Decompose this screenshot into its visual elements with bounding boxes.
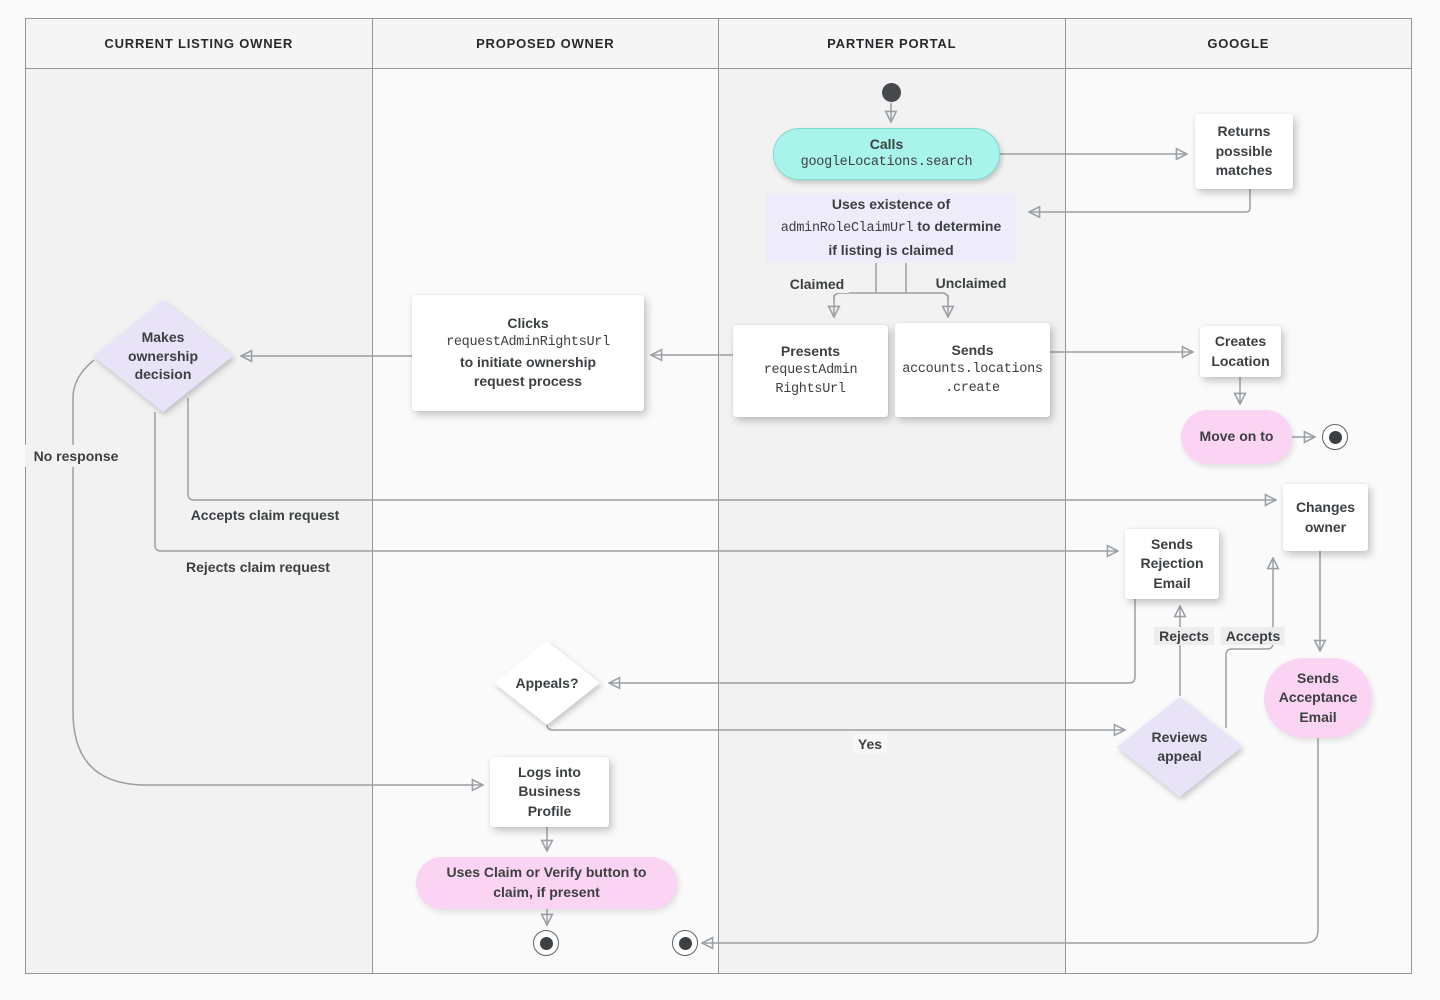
node-changes-owner: Changes owner — [1283, 484, 1368, 551]
node-sends-accounts-locations-create: Sends accounts.locations .create — [895, 323, 1050, 417]
edge-label-unclaimed: Unclaimed — [930, 274, 1012, 292]
node-label: Uses Claim or Verify button to claim, if… — [446, 864, 647, 900]
start-node — [882, 83, 901, 102]
edge-label-claimed: Claimed — [784, 275, 850, 293]
node-uses-existence-adminroleclaimurl: Uses existence of adminRoleClaimUrl to d… — [766, 193, 1016, 263]
end-node-claim — [533, 930, 559, 956]
end-node-dot — [678, 936, 692, 950]
node-code: adminRoleClaimUrl — [780, 221, 914, 237]
decision-diamond: Makes ownership decision — [93, 300, 233, 412]
end-node-dot — [1328, 430, 1342, 444]
edge-label-accepts-claim-request: Accepts claim request — [185, 506, 345, 524]
node-sends-rejection-email: Sends Rejection Email — [1125, 529, 1219, 599]
node-code: requestAdmin — [763, 362, 858, 378]
node-label: Reviews appeal — [1151, 729, 1208, 764]
decision-diamond: Reviews appeal — [1117, 697, 1242, 797]
node-label: Uses existence of — [831, 196, 951, 213]
node-label: Presents — [780, 343, 841, 360]
node-code: .create — [945, 380, 1000, 396]
node-clicks-requestadminrightsurl: Clicks requestAdminRightsUrl to initiate… — [412, 295, 644, 411]
edge-label-rejects-claim-request: Rejects claim request — [181, 558, 335, 576]
node-label: Logs into Business Profile — [518, 763, 581, 819]
node-makes-ownership-decision: Makes ownership decision — [93, 300, 233, 412]
edge-label-no-response: No response — [25, 444, 127, 468]
node-sends-acceptance-email: Sends Acceptance Email — [1264, 658, 1372, 738]
node-returns-possible-matches: Returns possible matches — [1195, 114, 1293, 189]
node-label: Clicks — [507, 315, 549, 332]
node-logs-into-business-profile: Logs into Business Profile — [490, 757, 609, 827]
node-label: Changes owner — [1295, 498, 1356, 535]
node-label: Sends Rejection Email — [1140, 535, 1204, 591]
node-label: Returns possible matches — [1215, 123, 1273, 179]
end-node-move-on — [1322, 424, 1348, 450]
end-node-acceptance — [672, 930, 698, 956]
node-appeals-question: Appeals? — [494, 641, 600, 725]
edge-label-accepts: Accepts — [1220, 627, 1286, 645]
node-label: Makes ownership decision — [127, 328, 198, 383]
node-code: accounts.locations — [902, 361, 1043, 377]
node-label: to initiate ownership request process — [459, 353, 597, 390]
node-label: Sends — [951, 342, 994, 359]
node-code: googleLocations.search — [800, 155, 973, 171]
node-presents-requestadminrightsurl: Presents requestAdmin RightsUrl — [733, 325, 888, 417]
decision-diamond: Appeals? — [494, 641, 600, 725]
node-text: Uses existence of adminRoleClaimUrl to d… — [778, 194, 1004, 261]
node-label: to determine if listing is claimed — [828, 218, 1002, 258]
node-code: requestAdminRightsUrl — [446, 334, 610, 350]
edge-label-rejects: Rejects — [1154, 627, 1214, 645]
node-reviews-appeal: Reviews appeal — [1117, 697, 1242, 797]
node-creates-location: Creates Location — [1200, 326, 1281, 377]
node-calls-googlelocations-search: Calls googleLocations.search — [773, 128, 1000, 180]
lane-header-partner-portal: PARTNER PORTAL — [719, 19, 1065, 69]
lane-header-google: GOOGLE — [1065, 19, 1411, 69]
end-node-dot — [539, 936, 553, 950]
node-label: Sends Acceptance Email — [1278, 669, 1358, 725]
node-label: Appeals? — [515, 674, 579, 691]
node-move-on-to: Move on to — [1181, 410, 1292, 464]
node-label: Calls — [869, 135, 904, 152]
node-label: Creates Location — [1211, 332, 1270, 369]
edge-label-yes: Yes — [852, 735, 888, 753]
node-uses-claim-or-verify: Uses Claim or Verify button to claim, if… — [416, 857, 677, 909]
lane-proposed-owner: PROPOSED OWNER — [372, 19, 719, 973]
lane-header-current-listing-owner: CURRENT LISTING OWNER — [26, 19, 372, 69]
lane-header-proposed-owner: PROPOSED OWNER — [372, 19, 718, 69]
lane-current-listing-owner: CURRENT LISTING OWNER — [26, 19, 373, 973]
node-code: RightsUrl — [775, 381, 846, 397]
node-label: Move on to — [1199, 428, 1274, 445]
